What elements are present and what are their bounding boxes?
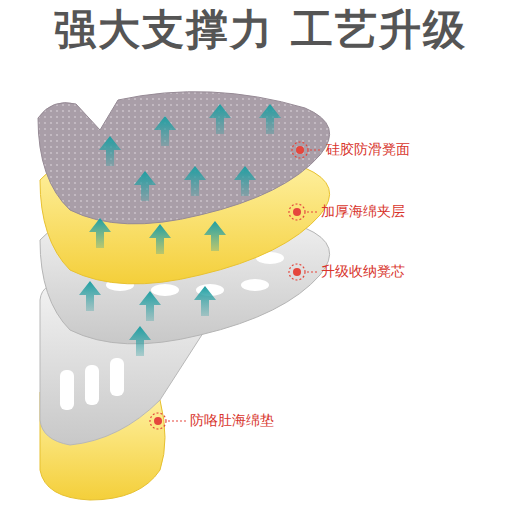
- part-label: 硅胶防滑凳面: [326, 141, 410, 159]
- title: 强大支撑力 工艺升级: [54, 2, 467, 58]
- part-label: 加厚海绵夹层: [321, 203, 405, 221]
- part-label: 升级收纳凳芯: [321, 263, 405, 281]
- part-label: 防咯肚海绵垫: [190, 412, 274, 430]
